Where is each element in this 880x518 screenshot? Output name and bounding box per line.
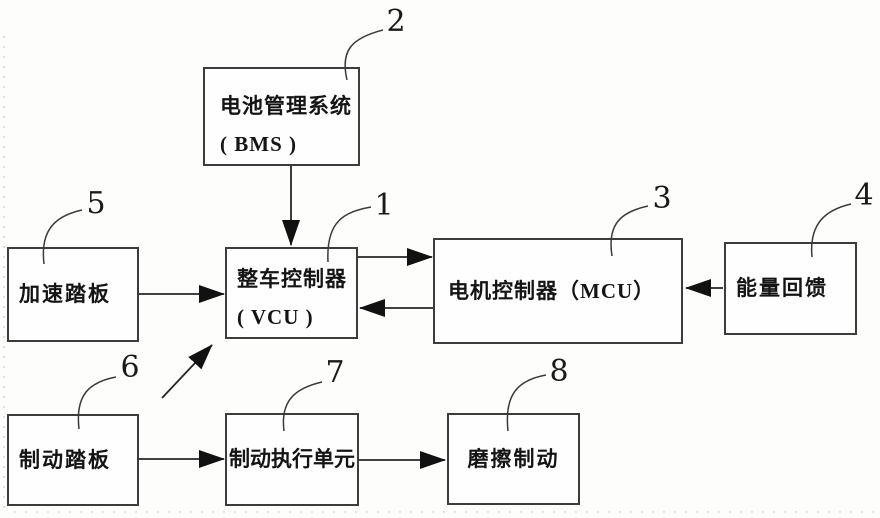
scan-artifact-bottom bbox=[14, 511, 876, 513]
block-brake-pedal-label: 制动踏板 bbox=[19, 447, 111, 472]
block-energy-feedback: 能量回馈 bbox=[724, 242, 857, 335]
arrow-brake-pedal-to-vcu-diagonal bbox=[161, 344, 213, 399]
block-friction-brake: 磨擦制动 bbox=[447, 413, 580, 505]
block-bms-line2: ( BMS ) bbox=[220, 132, 297, 156]
block-accelerator-pedal: 加速踏板 bbox=[7, 247, 139, 342]
block-brake-actuator-label: 制动执行单元 bbox=[229, 447, 355, 471]
block-mcu-label: 电机控制器（MCU） bbox=[448, 278, 656, 303]
ref-label-7: 7 bbox=[325, 355, 345, 390]
block-friction-brake-label: 磨擦制动 bbox=[467, 446, 560, 471]
ref-label-3: 3 bbox=[652, 181, 672, 216]
ref-label-4: 4 bbox=[854, 178, 874, 213]
block-brake-actuator: 制动执行单元 bbox=[225, 413, 359, 506]
ref-label-2: 2 bbox=[386, 4, 406, 39]
ref-label-5: 5 bbox=[86, 186, 106, 221]
block-bms: 电池管理系统 ( BMS ) bbox=[203, 67, 360, 166]
block-vcu-line1: 整车控制器 bbox=[237, 267, 347, 291]
ref-label-1: 1 bbox=[374, 188, 394, 223]
block-vcu: 整车控制器 ( VCU ) bbox=[225, 247, 358, 339]
scan-artifact-left bbox=[3, 36, 5, 510]
block-mcu: 电机控制器（MCU） bbox=[433, 238, 683, 344]
block-bms-line1: 电池管理系统 bbox=[220, 94, 352, 118]
block-brake-pedal: 制动踏板 bbox=[7, 414, 139, 506]
block-accelerator-pedal-label: 加速踏板 bbox=[19, 282, 111, 306]
ref-label-8: 8 bbox=[549, 354, 569, 389]
block-vcu-line2: ( VCU ) bbox=[237, 305, 314, 329]
block-energy-feedback-label: 能量回馈 bbox=[736, 276, 828, 300]
ref-label-6: 6 bbox=[120, 350, 140, 385]
